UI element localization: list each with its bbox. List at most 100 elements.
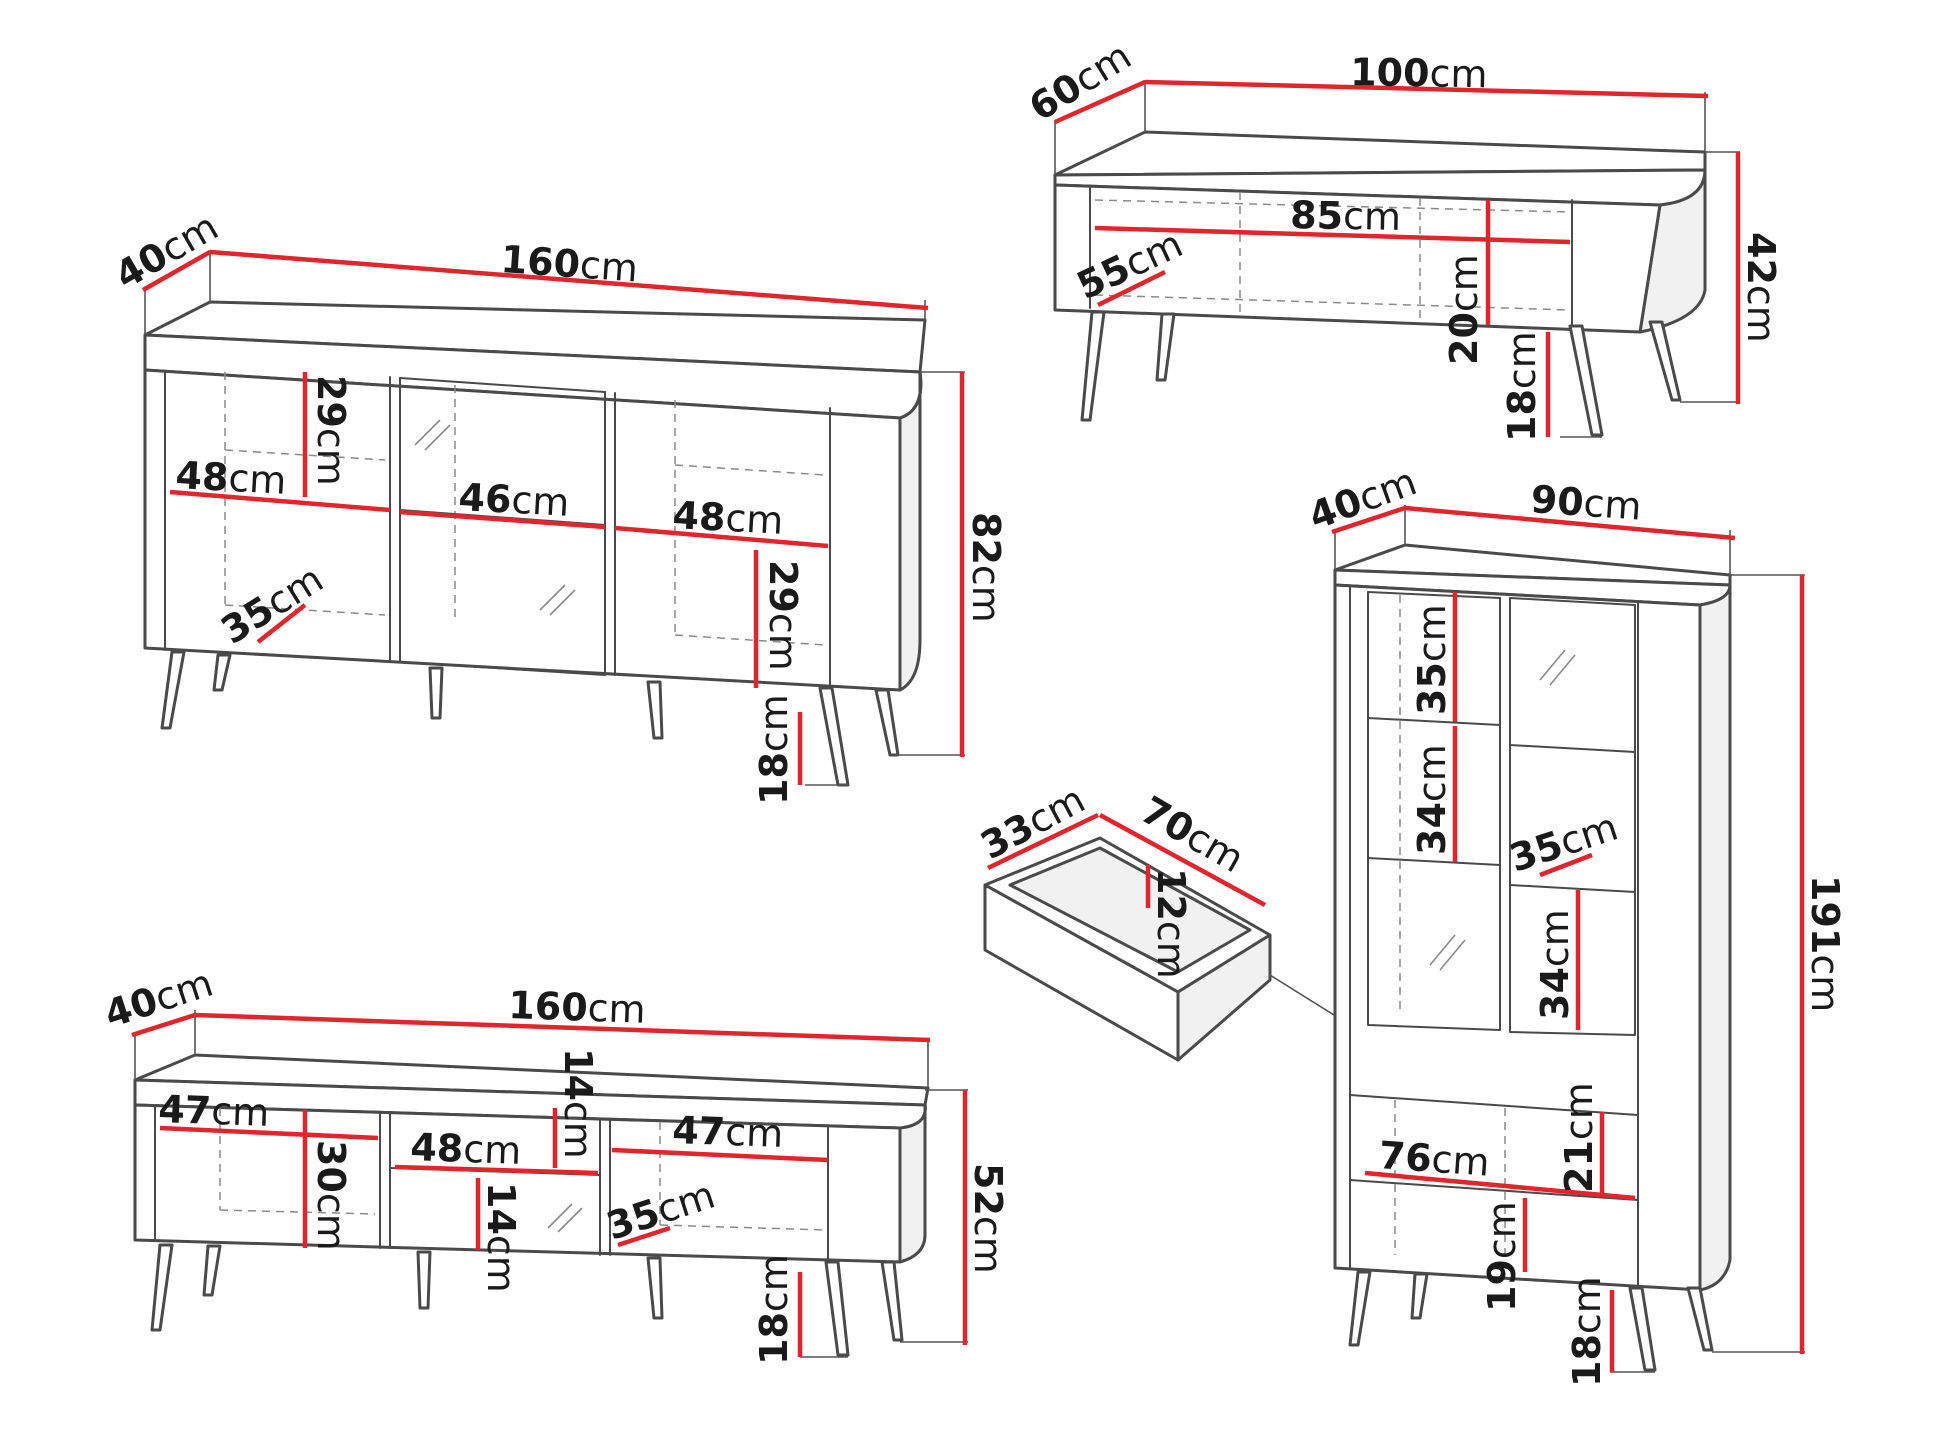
sideboard-glass-mark-4 [549, 589, 576, 616]
vitrine-width-label: 90cm [1529, 477, 1643, 529]
tv-stand-glass-mark-2 [557, 1207, 583, 1233]
sideboard-side [898, 370, 923, 692]
sideboard-leg-height-label: 18cm [752, 694, 796, 805]
coffee-table-depth-line [1054, 79, 1146, 125]
vitrine: 40cm 90cm 191cm 35cm 34cm 35cm 34cm 76cm… [1303, 459, 1847, 1387]
tv-stand-leg-2 [202, 1244, 222, 1297]
sideboard-shelf-back-3 [674, 464, 826, 476]
coffee-table-width-line [1144, 79, 1709, 99]
coffee-table-height-label: 42cm [1739, 232, 1783, 343]
tv-stand-width-line [194, 1012, 931, 1043]
sideboard-center-shelf-width-line [399, 509, 606, 530]
sideboard-leg-1 [160, 650, 186, 730]
drawer-depth-line [987, 812, 1099, 871]
tv-stand-left-shelf-width-label: 47cm [158, 1087, 270, 1135]
drawer-width-line [1098, 813, 1267, 907]
tv-stand-leg-5 [824, 1260, 850, 1357]
sideboard-glass-mark-3 [539, 584, 566, 611]
coffee-table-inner-height-label: 20cm [1442, 254, 1486, 365]
sideboard-width-line [209, 249, 929, 311]
sideboard-bottom-back-3 [674, 634, 826, 646]
tv-stand-inner-depth-line [617, 1225, 671, 1248]
vitrine-bottom-shelf-height-label: 19cm [1480, 1201, 1524, 1312]
vitrine-top-shelf-height-label: 35cm [1410, 604, 1454, 715]
sideboard-depth-label: 40cm [108, 204, 226, 298]
sideboard-front [143, 368, 902, 692]
vitrine-glass-mark-1 [1539, 649, 1566, 681]
tv-stand-center-bottom-height-label: 14cm [479, 1182, 523, 1293]
coffee-table-leg-3 [1568, 324, 1604, 437]
sideboard-left-shelf-width-line [169, 489, 391, 513]
drawer-height-label: 12cm [1149, 868, 1193, 979]
coffee-table-back-bottom [1094, 294, 1571, 311]
sideboard-depth-line [141, 250, 212, 292]
tv-stand-width-label: 160cm [508, 983, 647, 1032]
sideboard-inner-depth-line [256, 603, 307, 644]
vitrine-drawer-top [1349, 1094, 1639, 1116]
sideboard-center-shelf-width-label: 46cm [458, 475, 571, 525]
coffee-table-top [1053, 130, 1707, 177]
vitrine-depth-line [1331, 505, 1406, 535]
vitrine-leg-4 [1686, 1286, 1714, 1352]
coffee-table-leg-height-label: 18cm [1500, 331, 1544, 442]
sideboard-right-shelf-height-label: 29cm [761, 560, 805, 671]
tv-stand-center-top-height-label: 14cm [556, 1048, 600, 1159]
vitrine-mid-shelf-height-label: 34cm [1410, 744, 1454, 855]
vitrine-shelf-1 [1367, 717, 1501, 726]
tv-stand-left-shelf-height-label: 30cm [309, 1140, 353, 1251]
tv-stand-depth-line [131, 1012, 196, 1038]
sideboard-right-shelf-width-line [614, 525, 829, 549]
vitrine-leg-3 [1628, 1286, 1657, 1372]
vitrine-width-line [1404, 505, 1736, 541]
tv-stand-leg-4 [646, 1256, 664, 1320]
tv-stand-leg-height-label: 18cm [752, 1254, 796, 1365]
coffee-table-inner-width-line [1094, 225, 1571, 245]
drawer-right-side [1176, 933, 1272, 1062]
tv-stand-leg-6 [880, 1260, 904, 1342]
vitrine-shelf-2 [1367, 857, 1501, 866]
sideboard-left-shelf-width-label: 48cm [175, 453, 288, 503]
tv-stand-front [133, 1103, 902, 1264]
coffee-table-leg-1 [1080, 310, 1106, 422]
vitrine-glass-mark-2 [1549, 654, 1576, 686]
vitrine-leg-1 [1348, 1270, 1372, 1347]
vitrine-side [1698, 583, 1732, 1292]
coffee-table-back-top [1094, 199, 1571, 213]
vitrine-right-shelf-height-label: 34cm [1533, 909, 1577, 1020]
coffee-table-depth-label: 60cm [1021, 34, 1138, 130]
coffee-table-leg-4 [1648, 320, 1682, 402]
tv-stand: 40cm 160cm 52cm 47cm 30cm 48cm 14cm 14cm… [99, 960, 1010, 1365]
tv-stand-center-shelf-width-label: 48cm [410, 1125, 522, 1173]
coffee-table-width-label: 100cm [1350, 50, 1488, 96]
vitrine-shelf-4 [1509, 884, 1636, 893]
tv-stand-leg-3 [416, 1250, 432, 1310]
vitrine-leg-height-label: 18cm [1565, 1276, 1609, 1387]
vitrine-drawer-zone-height-label: 21cm [1557, 1082, 1601, 1193]
vitrine-front [1333, 583, 1702, 1292]
coffee-table-inner-width-label: 85cm [1290, 193, 1402, 239]
tv-stand-leg-1 [150, 1243, 174, 1332]
sideboard-leg-5 [818, 686, 850, 787]
vitrine-bottom-width-label: 76cm [1377, 1133, 1491, 1185]
sideboard-shelf-back-1 [224, 449, 386, 461]
sideboard-glass-mark-1 [414, 419, 441, 446]
tv-stand-height-label: 52cm [966, 1163, 1010, 1274]
vitrine-glass-mark-3 [1429, 934, 1456, 966]
vitrine-bottom-shelf [1349, 1179, 1639, 1201]
drawer: 33cm 70cm 12cm [974, 777, 1431, 1076]
vitrine-leg-2 [1410, 1272, 1429, 1320]
sideboard-width-label: 160cm [499, 237, 639, 290]
sideboard-leg-3 [428, 666, 444, 720]
tv-stand-center-shelf-width-line [394, 1164, 599, 1176]
coffee-table-inner-depth-line [1097, 269, 1166, 308]
vitrine-right-inner-depth-line [1539, 852, 1593, 878]
tv-stand-glass-mark-1 [547, 1203, 573, 1229]
tv-stand-bottom-back-1 [219, 1209, 376, 1215]
sideboard-glass-door [399, 377, 606, 676]
coffee-table-leg-2 [1155, 312, 1176, 382]
tv-stand-side [898, 1103, 927, 1264]
coffee-table: 60cm 100cm 42cm 85cm 55cm 20cm 18cm [1021, 34, 1783, 442]
coffee-table-front [1053, 183, 1662, 334]
drawer-inside [1008, 846, 1252, 974]
